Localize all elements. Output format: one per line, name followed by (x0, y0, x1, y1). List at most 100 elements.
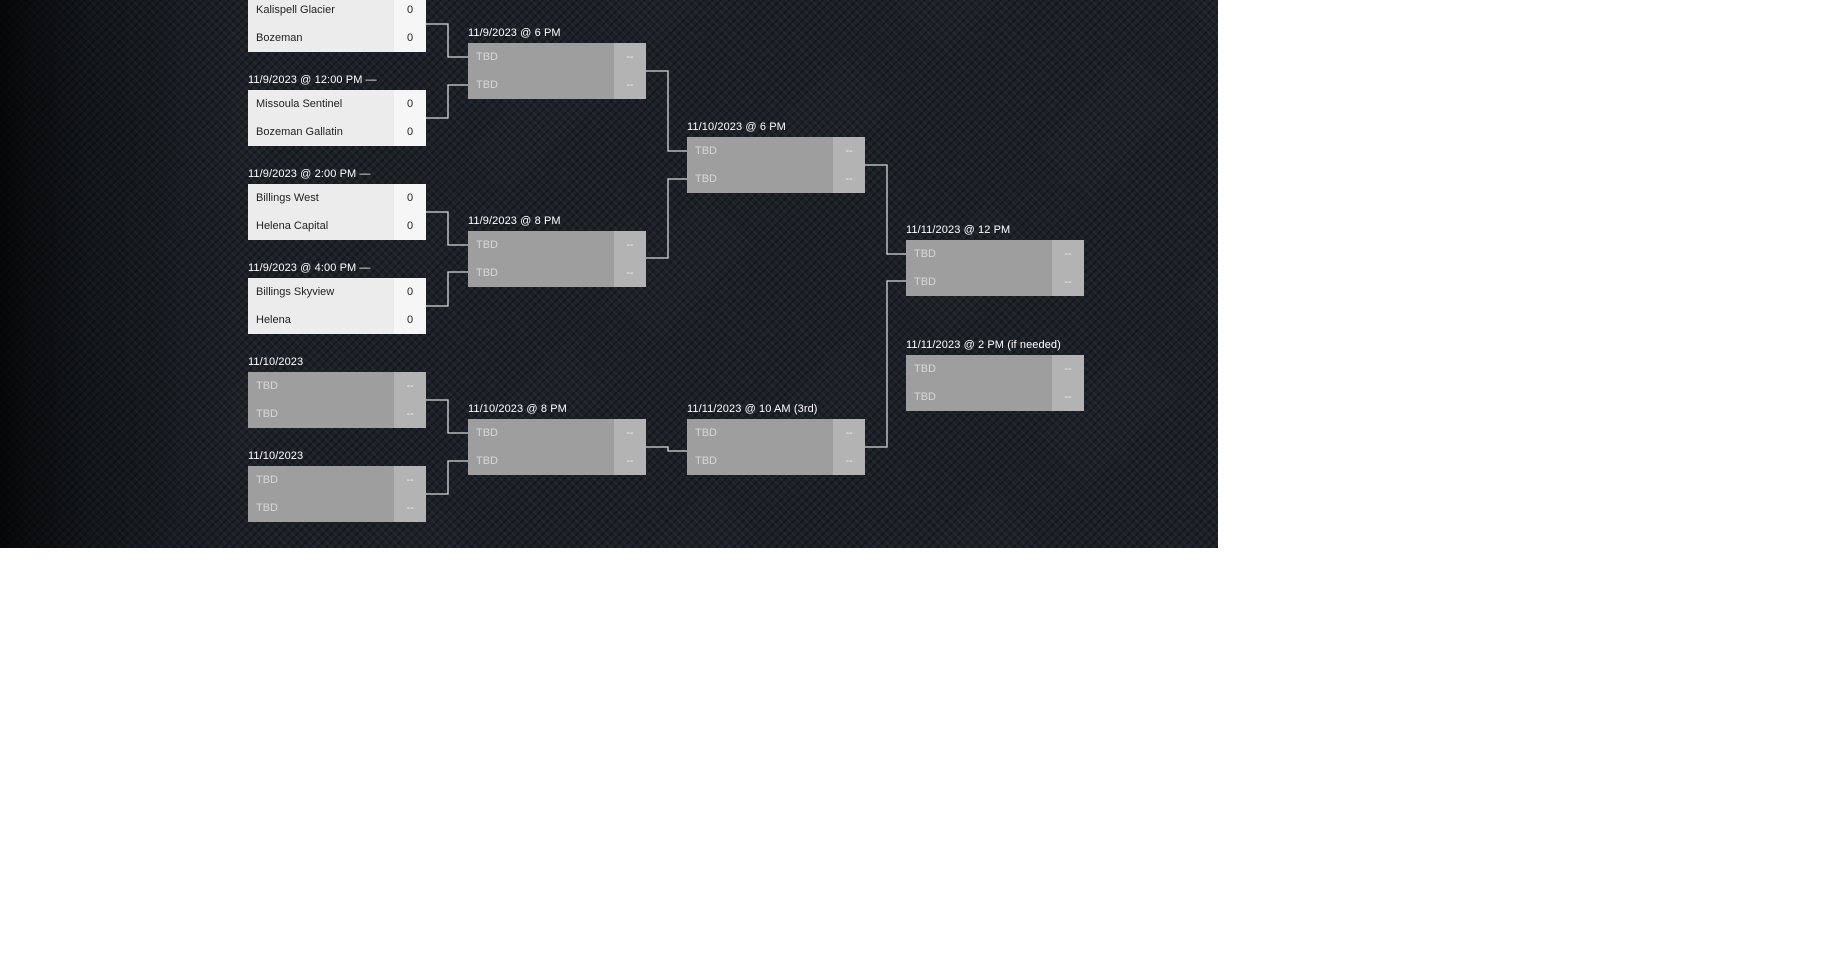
team-score: -- (1052, 240, 1084, 268)
team-row[interactable]: TBD -- (248, 466, 426, 494)
team-row[interactable]: TBD -- (248, 400, 426, 428)
team-name: Bozeman Gallatin (248, 118, 394, 146)
team-row[interactable]: TBD -- (468, 259, 646, 287)
team-name: TBD (468, 231, 614, 259)
team-score: -- (1052, 383, 1084, 411)
team-score: -- (1052, 268, 1084, 296)
match-label: 11/9/2023 @ 4:00 PM — (248, 262, 371, 274)
connector-m3-m8 (426, 211, 468, 246)
tournament-bracket: Kalispell Glacier 0 Bozeman 0 11/9/2023 … (0, 0, 1218, 548)
match-card[interactable]: Missoula Sentinel 0 Bozeman Gallatin 0 (248, 90, 426, 146)
team-score: -- (833, 137, 865, 165)
team-row[interactable]: Helena Capital 0 (248, 212, 426, 240)
team-score: -- (1052, 355, 1084, 383)
team-score: 0 (394, 278, 426, 306)
team-score: -- (614, 259, 646, 287)
team-row[interactable]: Missoula Sentinel 0 (248, 90, 426, 118)
match-label: 11/11/2023 @ 10 AM (3rd) (687, 403, 818, 415)
match-label: 11/9/2023 @ 2:00 PM — (248, 168, 371, 180)
team-name: Kalispell Glacier (248, 0, 394, 24)
match-card[interactable]: TBD -- TBD -- (248, 466, 426, 522)
team-name: TBD (248, 400, 394, 428)
match-card[interactable]: Billings West 0 Helena Capital 0 (248, 184, 426, 240)
team-row[interactable]: TBD -- (687, 165, 865, 193)
team-score: -- (394, 466, 426, 494)
team-row[interactable]: TBD -- (468, 71, 646, 99)
match-card[interactable]: TBD -- TBD -- (468, 43, 646, 99)
team-name: Missoula Sentinel (248, 90, 394, 118)
team-name: TBD (906, 240, 1052, 268)
match-card[interactable]: TBD -- TBD -- (687, 137, 865, 193)
match-card[interactable]: TBD -- TBD -- (468, 419, 646, 475)
match-label: 11/9/2023 @ 12:00 PM — (248, 74, 377, 86)
match-card[interactable]: Kalispell Glacier 0 Bozeman 0 (248, 0, 426, 52)
match-label: 11/9/2023 @ 8 PM (468, 215, 561, 227)
team-row[interactable]: TBD -- (468, 419, 646, 447)
team-row[interactable]: Billings West 0 (248, 184, 426, 212)
team-name: Billings West (248, 184, 394, 212)
team-score: -- (614, 43, 646, 71)
connector-m10-m12 (865, 164, 906, 255)
team-row[interactable]: TBD -- (468, 231, 646, 259)
team-row[interactable]: TBD -- (906, 268, 1084, 296)
team-row[interactable]: Bozeman 0 (248, 24, 426, 52)
team-score: -- (833, 419, 865, 447)
team-name: TBD (248, 372, 394, 400)
match-card[interactable]: Billings Skyview 0 Helena 0 (248, 278, 426, 334)
team-row[interactable]: Kalispell Glacier 0 (248, 0, 426, 24)
match-card[interactable]: TBD -- TBD -- (906, 355, 1084, 411)
match-card[interactable]: TBD -- TBD -- (468, 231, 646, 287)
team-score: -- (833, 165, 865, 193)
team-row[interactable]: TBD -- (468, 447, 646, 475)
team-score: -- (394, 494, 426, 522)
team-name: TBD (468, 43, 614, 71)
connector-m9-m11 (646, 446, 687, 452)
team-score: 0 (394, 212, 426, 240)
connector-m7-m10 (646, 70, 687, 152)
team-row[interactable]: Helena 0 (248, 306, 426, 334)
team-name: TBD (248, 494, 394, 522)
match-card[interactable]: TBD -- TBD -- (906, 240, 1084, 296)
team-row[interactable]: Bozeman Gallatin 0 (248, 118, 426, 146)
team-row[interactable]: TBD -- (906, 355, 1084, 383)
team-row[interactable]: TBD -- (687, 137, 865, 165)
connector-m5-m9 (426, 399, 468, 434)
match-label: 11/11/2023 @ 2 PM (if needed) (906, 339, 1061, 351)
team-name: TBD (468, 447, 614, 475)
team-name: TBD (906, 268, 1052, 296)
team-row[interactable]: TBD -- (906, 383, 1084, 411)
team-row[interactable]: TBD -- (687, 419, 865, 447)
team-name: TBD (906, 383, 1052, 411)
match-label: 11/10/2023 @ 6 PM (687, 121, 786, 133)
team-name: Billings Skyview (248, 278, 394, 306)
team-row[interactable]: TBD -- (687, 447, 865, 475)
team-score: -- (614, 71, 646, 99)
team-name: TBD (687, 165, 833, 193)
connector-m11-m12 (865, 280, 906, 448)
team-row[interactable]: Billings Skyview 0 (248, 278, 426, 306)
team-score: 0 (394, 118, 426, 146)
team-score: -- (394, 400, 426, 428)
team-name: Helena Capital (248, 212, 394, 240)
team-row[interactable]: TBD -- (468, 43, 646, 71)
team-score: 0 (394, 0, 426, 24)
match-label: 11/10/2023 (248, 450, 304, 462)
team-score: -- (614, 231, 646, 259)
match-label: 11/10/2023 (248, 356, 304, 368)
connector-m8-m10 (646, 178, 687, 259)
match-card[interactable]: TBD -- TBD -- (687, 419, 865, 475)
team-row[interactable]: TBD -- (248, 372, 426, 400)
team-name: Bozeman (248, 24, 394, 52)
match-label: 11/9/2023 @ 6 PM (468, 27, 561, 39)
match-card[interactable]: TBD -- TBD -- (248, 372, 426, 428)
team-score: 0 (394, 184, 426, 212)
team-row[interactable]: TBD -- (906, 240, 1084, 268)
team-name: TBD (248, 466, 394, 494)
team-name: TBD (687, 447, 833, 475)
team-score: -- (833, 447, 865, 475)
team-name: TBD (468, 71, 614, 99)
team-name: TBD (687, 137, 833, 165)
team-score: -- (614, 419, 646, 447)
team-row[interactable]: TBD -- (248, 494, 426, 522)
match-label: 11/11/2023 @ 12 PM (906, 224, 1011, 236)
